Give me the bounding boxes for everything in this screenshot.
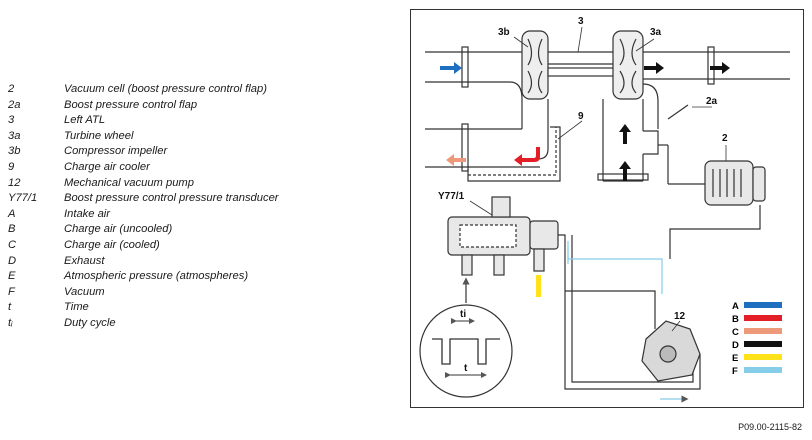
- pressure-transducer: [447, 196, 559, 276]
- legend-description: Time: [64, 301, 89, 314]
- label-2a: 2a: [706, 96, 718, 107]
- control-linkage: [658, 104, 710, 185]
- charge-air-cooler: [467, 126, 561, 182]
- key-letter: B: [732, 314, 739, 325]
- legend-description: Charge air (uncooled): [64, 223, 173, 236]
- vacuum-pump: [641, 320, 701, 382]
- atmosphere-marker: [536, 275, 541, 297]
- label-y77-1: Y77/1: [438, 191, 465, 202]
- label-t: t: [464, 363, 468, 374]
- compressor-impeller: [521, 30, 549, 100]
- legend-code: 3b: [8, 145, 21, 158]
- legend-code: E: [8, 270, 16, 283]
- legend-code: D: [8, 254, 17, 267]
- legend-code: t: [8, 301, 12, 314]
- intake-duct: [425, 46, 790, 88]
- figure-id: P09.00-2115-82: [738, 422, 802, 432]
- legend-code: A: [8, 207, 16, 220]
- legend-code: Y77/1: [8, 192, 38, 205]
- legend-description: Vacuum cell (boost pressure control flap…: [64, 83, 267, 95]
- exhaust-arrow-up-1: [619, 124, 631, 144]
- legend-code: F: [8, 285, 15, 298]
- legend-code: 9: [8, 160, 15, 173]
- exhaust-arrow-1: [644, 62, 664, 74]
- charge-uncooled-arrow: [514, 147, 540, 166]
- label-3a: 3a: [650, 27, 662, 38]
- legend-code: 3a: [8, 129, 21, 142]
- turbine-wheel: [612, 30, 659, 129]
- legend-description: Charge air cooler: [64, 160, 150, 173]
- key-letter: A: [732, 301, 739, 312]
- key-swatch: [744, 341, 782, 347]
- intake-air-arrow: [440, 62, 462, 74]
- legend-description: Boost pressure control pressure transduc…: [64, 192, 279, 205]
- legend-description: Compressor impeller: [64, 145, 168, 158]
- legend-description: Mechanical vacuum pump: [64, 176, 194, 189]
- vacuum-cell: [704, 160, 766, 206]
- key-swatch: [744, 302, 782, 308]
- legend-description: Boost pressure control flap: [64, 98, 198, 111]
- label-3: 3: [578, 16, 584, 27]
- key-letter: F: [732, 366, 738, 377]
- legend-code: 2a: [8, 98, 21, 111]
- leader-lines: [469, 26, 727, 332]
- legend-description: Exhaust: [64, 254, 105, 267]
- legend-description: Left ATL: [64, 114, 106, 127]
- label-ti: ti: [460, 309, 466, 320]
- key-swatch: [744, 315, 782, 321]
- key-letter: C: [732, 327, 739, 338]
- turbo-shaft: [547, 67, 619, 77]
- exhaust-arrow-2: [710, 62, 730, 74]
- legend-code: B: [8, 223, 16, 236]
- key-swatch: [744, 328, 782, 334]
- key-swatch: [744, 354, 782, 360]
- charge-cooled-arrow: [446, 154, 466, 166]
- label-12: 12: [674, 311, 686, 322]
- legend-description: Turbine wheel: [64, 129, 134, 142]
- legend-description: Atmospheric pressure (atmospheres): [64, 270, 249, 283]
- key-swatch: [744, 367, 782, 373]
- label-3b: 3b: [498, 27, 510, 38]
- legend-code: 2: [8, 83, 15, 95]
- legend-description: Intake air: [64, 207, 111, 220]
- exhaust-arrow-up-2: [619, 161, 631, 181]
- label-2: 2: [722, 133, 728, 144]
- legend-description: Vacuum: [64, 285, 105, 298]
- duty-cycle-inset: [419, 277, 513, 398]
- legend-code: C: [8, 238, 17, 251]
- legend-code: 3: [8, 114, 15, 127]
- key-letter: D: [732, 340, 739, 351]
- key-letter: E: [732, 353, 738, 364]
- legend-description: Charge air (cooled): [64, 238, 160, 251]
- legend-code: 12: [8, 176, 21, 189]
- label-9: 9: [578, 111, 584, 122]
- charge-air-duct: [425, 81, 549, 172]
- legend-description: Duty cycle: [64, 316, 116, 329]
- legend-code: tᵢ: [8, 316, 13, 329]
